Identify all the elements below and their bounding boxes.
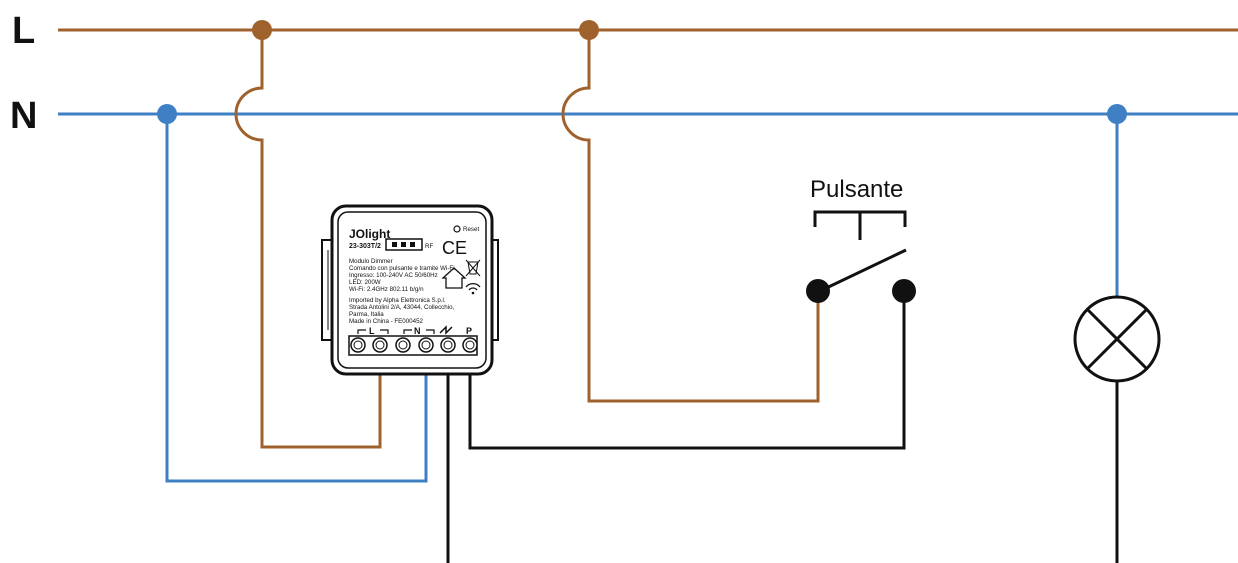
- neutral-rail-label: N: [10, 95, 37, 137]
- home-icon: [441, 267, 467, 289]
- module-brand: JOlight: [349, 227, 390, 241]
- module-wifi: Wi-Fi: 2.4GHz 802.11 b/g/n: [349, 286, 424, 293]
- module-importer-1: Imported by Alpha Elettronica S.p.l.: [349, 297, 446, 304]
- ce-mark: CE: [442, 238, 467, 258]
- pushbutton-label: Pulsante: [810, 176, 903, 203]
- neutral-junction-2: [1107, 104, 1127, 124]
- rf-label: RF: [425, 243, 433, 250]
- weee-icon: [465, 259, 481, 277]
- pushbutton: Pulsante: [806, 176, 916, 303]
- module-importer-3: Parma, Italia: [349, 311, 384, 318]
- terminal-screws: [350, 337, 478, 353]
- line-wire-to-module: [234, 30, 382, 449]
- pushbutton-contact-blade: [817, 248, 907, 294]
- reset-label: Reset: [463, 226, 479, 233]
- pushbutton-wire: [468, 291, 906, 450]
- terminal-label-L: L: [369, 326, 375, 336]
- module-desc-title: Modulo Dimmer: [349, 258, 393, 265]
- pushbutton-terminal-right: [892, 279, 916, 303]
- module-body: [330, 204, 494, 376]
- line-rail-label: L: [12, 10, 35, 52]
- pushbutton-actuator: [813, 210, 907, 240]
- module-made-in: Made in China - FE000452: [349, 318, 424, 325]
- neutral-wire-to-module: [165, 114, 428, 483]
- reset-button-icon[interactable]: [453, 225, 461, 233]
- module-led: LED: 200W: [349, 279, 381, 286]
- wifi-icon: [465, 283, 481, 291]
- line-junction-1: [252, 20, 272, 40]
- terminal-block: [348, 335, 478, 356]
- line-junction-2: [579, 20, 599, 40]
- terminal-label-N: N: [414, 326, 421, 336]
- dimmer-module: JOlight Reset 23-303T/2 RF CE Modulo Dim…: [321, 204, 499, 376]
- module-desc-line: Comando con pulsante e tramite Wi-Fi: [349, 265, 455, 272]
- line-wire-to-switch: [561, 30, 820, 403]
- module-model: 23-303T/2: [349, 243, 381, 250]
- module-input: Ingresso: 100-240V AC 50/60Hz: [349, 272, 438, 279]
- neutral-junction-1: [157, 104, 177, 124]
- pushbutton-terminal-left: [806, 279, 830, 303]
- load-terminal-icon: [439, 325, 453, 335]
- terminal-label-P: P: [466, 326, 472, 336]
- lamp: [1073, 295, 1161, 383]
- module-importer-2: Strada Antolini 2/A, 43044, Collecchio,: [349, 304, 455, 311]
